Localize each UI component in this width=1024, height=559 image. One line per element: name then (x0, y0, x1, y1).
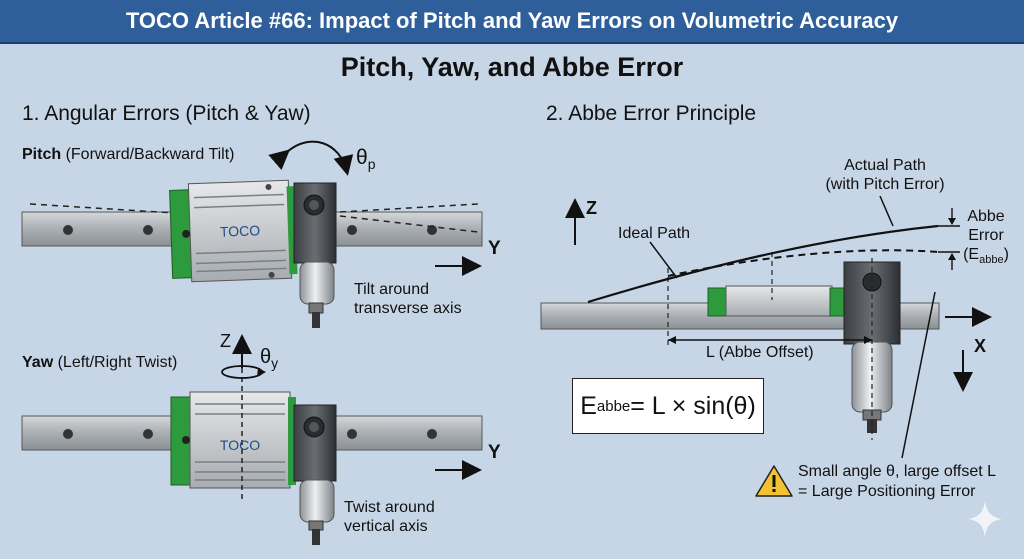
actual-path-label: Actual Path (with Pitch Error) (825, 157, 945, 193)
yaw-rotation-arrowhead (257, 368, 266, 377)
ideal-path-label: Ideal Path (618, 225, 691, 242)
banner-title: TOCO Article #66: Impact of Pitch and Ya… (0, 0, 1024, 44)
yaw-block-brand: TOCO (220, 437, 260, 453)
sparkle-icon (968, 501, 1002, 537)
pitch-name: Pitch (22, 146, 62, 163)
main-title: Pitch, Yaw, and Abbe Error (340, 52, 684, 82)
actual-path-leader (879, 195, 894, 227)
yaw-label: Yaw (Left/Right Twist) (22, 354, 177, 372)
rotation-arrow-icon (268, 140, 354, 176)
pitch-carriage-block (169, 179, 298, 283)
warning-text: Small angle θ, large offset L = Large Po… (798, 463, 997, 500)
yaw-desc: (Left/Right Twist) (57, 354, 178, 371)
pitch-y-label: Y (488, 238, 501, 259)
yaw-y-label: Y (488, 442, 501, 463)
warning-icon (755, 465, 793, 497)
abbe-x-label: X (974, 336, 987, 356)
abbe-offset-label: L (Abbe Offset) (706, 344, 814, 361)
abbe-error-label: Abbe Error (Eabbe) (963, 208, 1009, 267)
pitch-reference-lines (29, 203, 479, 233)
pitch-desc: (Forward/Backward Tilt) (65, 146, 235, 163)
yaw-name: Yaw (22, 354, 54, 371)
warning-leader (901, 291, 936, 459)
left-section-title: 1. Angular Errors (Pitch & Yaw) (22, 102, 311, 125)
pitch-label: Pitch (Forward/Backward Tilt) (22, 146, 235, 164)
pitch-caption: Tilt around transverse axis (354, 281, 462, 317)
pitch-block-brand: TOCO (220, 222, 261, 239)
ideal-path-line (667, 249, 939, 277)
pitch-spindle-motor (293, 182, 337, 328)
yaw-z-label: Z (220, 331, 231, 351)
abbe-z-label: Z (586, 198, 597, 218)
abbe-carriage (707, 285, 847, 317)
actual-path-line (587, 224, 939, 304)
pitch-theta-label: θp (356, 146, 376, 173)
yaw-caption: Twist around vertical axis (344, 499, 435, 535)
ideal-path-leader (649, 241, 678, 279)
yaw-spindle-motor (293, 404, 337, 545)
yaw-theta-label: θy (260, 346, 279, 371)
right-section-title: 2. Abbe Error Principle (546, 102, 757, 125)
yaw-carriage-block (170, 391, 296, 489)
